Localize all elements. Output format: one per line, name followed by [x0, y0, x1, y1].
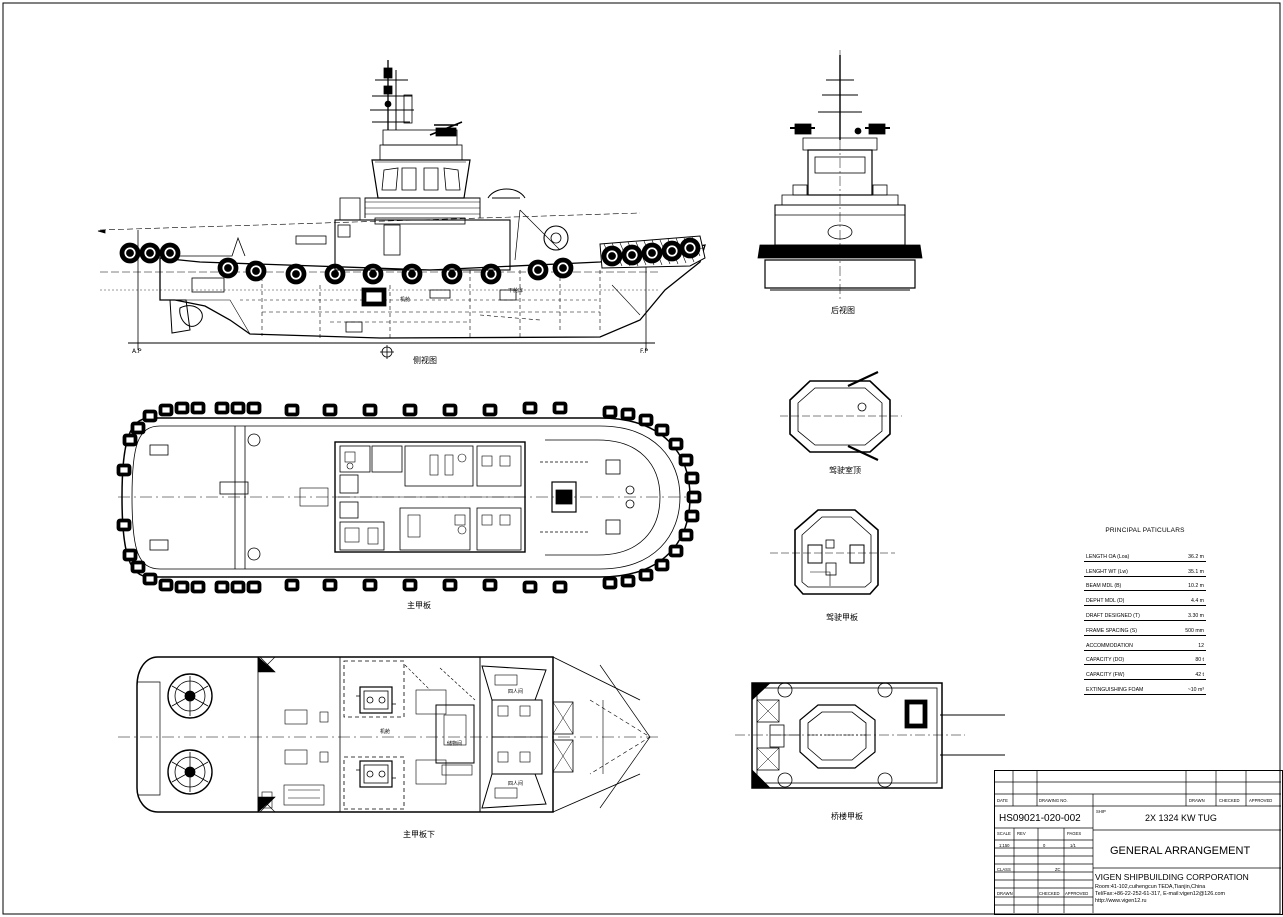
pp-value: 4.4 m — [1191, 598, 1204, 605]
pp-row: CAPACITY (DO) 80 t — [1084, 651, 1206, 666]
wheelhouse-top-plan — [780, 371, 902, 461]
side-view-profile — [97, 60, 706, 359]
approved-label: APPROVED — [1065, 891, 1089, 896]
main-deck-plan — [116, 401, 702, 594]
class-value: ZC — [1055, 867, 1061, 872]
pp-key: FRAME SPACING (S) — [1086, 627, 1137, 634]
drawing-number: HS09021-020-002 — [999, 813, 1081, 824]
pp-value: 42 t — [1195, 672, 1204, 679]
engine-room-label: 机舱 — [400, 297, 411, 303]
rear-view — [757, 50, 923, 300]
pp-key: LENGHT WT (Lw) — [1086, 568, 1128, 575]
approved-label-top: APPROVED — [1249, 798, 1273, 803]
pp-row: FRAME SPACING (S) 500 mm — [1084, 621, 1206, 636]
checked-label: CHECKED — [1039, 891, 1060, 896]
main-deck-label: 主甲板 — [407, 601, 431, 610]
pp-value: 12 — [1198, 642, 1204, 649]
ship-label: SHIP — [1096, 809, 1106, 814]
rev-label: REV — [1017, 831, 1026, 836]
scale-label: SCALE — [997, 831, 1011, 836]
pages-value: 1/1 — [1070, 843, 1076, 848]
company-contact: Tel/Fax:+86-22-252-61-317, E-mail:vigen1… — [1095, 891, 1225, 897]
below-deck-engine-room-label: 机舱 — [380, 729, 391, 735]
pp-key: CAPACITY (FW) — [1086, 672, 1125, 679]
principal-particulars-title: PRINCIPAL PATICULARS — [1105, 527, 1185, 534]
company-name: VIGEN SHIPBUILDING CORPORATION — [1095, 872, 1249, 882]
pp-key: ACCOMMODATION — [1086, 642, 1133, 649]
wheelhouse-deck-label: 驾驶甲板 — [826, 613, 858, 622]
date-label: DATE — [997, 798, 1008, 803]
pp-key: LENGTH OA (Loa) — [1086, 553, 1130, 560]
pp-row: EXTINGUISHING FOAM ~10 m³ — [1084, 680, 1206, 695]
crew-room-2-label: 四人间 — [508, 781, 524, 787]
pp-value: 3.30 m — [1188, 612, 1204, 619]
drawing-no-label: DRAWING NO. — [1039, 798, 1068, 803]
pp-key: DRAFT DESIGNED (T) — [1086, 612, 1140, 619]
bridge-deck-plan — [735, 682, 1005, 789]
checked-label-top: CHECKED — [1219, 798, 1240, 803]
pp-value: ~10 m³ — [1187, 686, 1204, 693]
pp-value: 10.2 m — [1188, 583, 1204, 590]
pp-row: ACCOMMODATION 12 — [1084, 636, 1206, 651]
crew-room-1-label: 四人间 — [508, 689, 524, 695]
title-block-grid — [994, 770, 1281, 913]
drawing-title: GENERAL ARRANGEMENT — [1110, 845, 1251, 857]
bridge-deck-label: 桥楼甲板 — [831, 812, 863, 821]
rear-view-label: 后视图 — [831, 306, 855, 315]
pp-row: LENGHT WT (Lw) 35.1 m — [1084, 562, 1206, 577]
pp-key: CAPACITY (DO) — [1086, 657, 1125, 664]
wheelhouse-deck-plan — [770, 509, 895, 595]
ship-name: 2X 1324 KW TUG — [1145, 813, 1217, 823]
pages-label: PAGES — [1067, 831, 1082, 836]
pp-row: LENGTH OA (Loa) 36.2 m — [1084, 547, 1206, 562]
pp-key: DEPHT MDL (D) — [1086, 598, 1125, 605]
pp-row: BEAM MDL (B) 10.2 m — [1084, 577, 1206, 592]
title-block: DATE DRAWING NO. SHIP DRAWN CHECKED APPR… — [994, 770, 1283, 915]
company-address: Room:41-102,cuihengcun TEDA,Tianjin,Chin… — [1095, 884, 1206, 890]
pp-value: 36.2 m — [1188, 553, 1204, 560]
drawn-label-top: DRAWN — [1189, 798, 1205, 803]
pp-row: CAPACITY (FW) 42 t — [1084, 665, 1206, 681]
company-website: http://www.vigen12.ru — [1095, 898, 1147, 904]
pp-value: 35.1 m — [1188, 568, 1204, 575]
fp-label: F.P — [640, 348, 649, 355]
below-main-deck-plan — [118, 656, 660, 813]
side-view-label: 侧视图 — [413, 356, 437, 365]
class-label: CLASS — [997, 867, 1011, 872]
pp-value: 500 mm — [1185, 627, 1204, 634]
lower-stores-label: 下舱库 — [508, 288, 524, 294]
scale-value: 1:150 — [999, 843, 1010, 848]
pp-row: DEPHT MDL (D) 4.4 m — [1084, 591, 1206, 607]
pp-value: 80 t — [1195, 657, 1204, 664]
pp-key: EXTINGUISHING FOAM — [1086, 686, 1144, 693]
wheelhouse-top-label: 驾驶室顶 — [829, 466, 861, 475]
drawn-label: DRAWN — [997, 891, 1013, 896]
pp-row: DRAFT DESIGNED (T) 3.30 m — [1084, 606, 1206, 621]
pp-key: BEAM MDL (B) — [1086, 583, 1122, 590]
stores-label: 储物间 — [447, 741, 463, 747]
below-main-deck-label: 主甲板下 — [403, 830, 435, 839]
principal-particulars-table: PRINCIPAL PATICULARS LENGTH OA (Loa) 36.2… — [1084, 527, 1206, 695]
rev-value: 0 — [1043, 843, 1046, 848]
ap-label: A.P — [132, 348, 142, 355]
